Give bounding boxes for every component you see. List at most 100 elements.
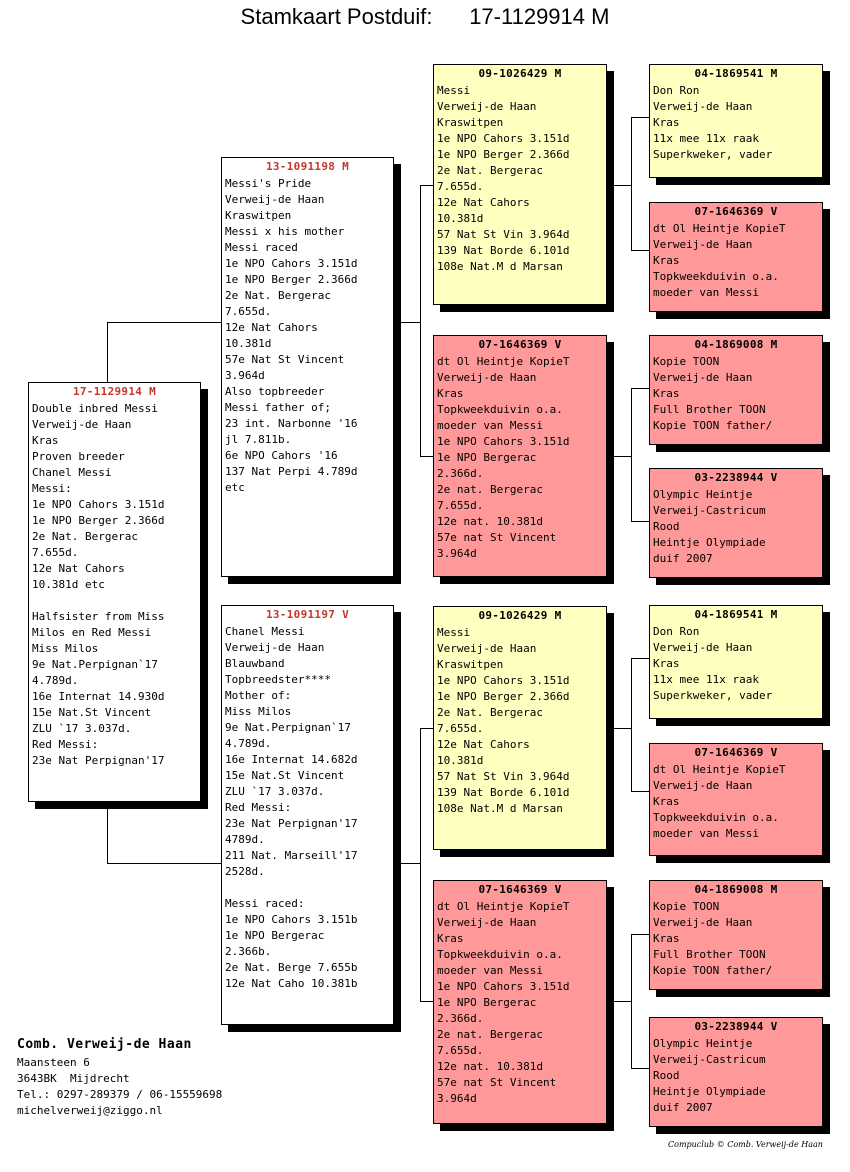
pigeon-detail-line: 139 Nat Borde 6.101d	[437, 786, 570, 799]
pigeon-detail-line: 1e NPO Bergerac	[225, 929, 325, 942]
pigeon-detail-line	[225, 880, 393, 896]
pigeon-detail-line: 23 int. Narbonne '16	[225, 417, 358, 430]
pigeon-detail-line: 2.366d.	[437, 1012, 484, 1025]
pigeon-detail-line: 57 Nat St Vin 3.964d	[437, 770, 570, 783]
pigeon-detail-line: 10.381d	[437, 212, 484, 225]
pigeon-detail-line: Messi	[437, 626, 471, 639]
connector-line	[631, 117, 649, 118]
pigeon-detail-line: Olympic Heintje	[653, 488, 753, 501]
connector-line	[631, 658, 632, 791]
pigeon-detail-line: Heintje Olympiade	[653, 1085, 766, 1098]
pigeon-detail-line: Double inbred Messi	[32, 402, 158, 415]
pigeon-detail-line: 23e Nat Perpignan'17	[225, 817, 358, 830]
pigeon-detail-line: Messi father of;	[225, 401, 331, 414]
pigeon-detail-line: Milos en Red Messi	[32, 626, 152, 639]
pigeon-detail-line: Halfsister from Miss	[32, 610, 165, 623]
pigeon-detail-line: Kras	[653, 657, 680, 670]
ring-number: 17-1129914 M	[72, 385, 157, 398]
pigeon-detail-line: Blauwband	[225, 657, 285, 670]
pigeon-detail-line: 7.655d.	[437, 180, 484, 193]
pigeon-detail-line: Verweij-de Haan	[437, 916, 537, 929]
pigeon-detail-line: 7.655d.	[437, 1044, 484, 1057]
ring-number: 03-2238944 V	[694, 471, 778, 484]
connector-line	[420, 728, 421, 1001]
pigeon-detail-line: 108e Nat.M d Marsan	[437, 260, 563, 273]
pigeon-detail-line: jl 7.811b.	[225, 433, 292, 446]
connector-line	[631, 1068, 649, 1069]
ring-number: 09-1026429 M	[478, 609, 562, 622]
pigeon-detail-line: 3.964d	[437, 547, 477, 560]
connector-line	[631, 117, 632, 250]
connector-line	[631, 658, 649, 659]
pigeon-detail-line: 1e NPO Cahors 3.151d	[32, 498, 165, 511]
pigeon-detail-line: dt Ol Heintje KopieT	[653, 222, 786, 235]
ring-number: 03-2238944 V	[694, 1020, 778, 1033]
pigeon-detail-line: Verweij-de Haan	[653, 641, 753, 654]
pigeon-detail-line: 1e NPO Berger 2.366d	[32, 514, 165, 527]
pigeon-detail-line: 1e NPO Berger 2.366d	[225, 273, 358, 286]
pigeon-detail-line: Topkweekduivin o.a.	[437, 948, 563, 961]
pigeon-detail-line: 57e nat St Vincent	[437, 1076, 557, 1089]
pigeon-detail-line: Full Brother TOON	[653, 948, 766, 961]
pigeon-detail-line: Don Ron	[653, 625, 700, 638]
pigeon-detail-line: duif 2007	[653, 552, 713, 565]
pigeon-detail-line: 1e NPO Bergerac	[437, 996, 537, 1009]
pigeon-detail-line: Olympic Heintje	[653, 1037, 753, 1050]
connector-line	[614, 728, 632, 729]
pigeon-detail-line: dt Ol Heintje KopieT	[437, 900, 570, 913]
pigeon-detail-line	[32, 593, 200, 609]
page-title: Stamkaart Postduif: 17-1129914 M	[240, 4, 610, 29]
pigeon-detail-line: Messi x his mother	[225, 225, 345, 238]
pigeon-detail-line: Verweij-de Haan	[437, 642, 537, 655]
pigeon-detail-line: Superkweker, vader	[653, 148, 773, 161]
connector-line	[401, 863, 421, 864]
pigeon-detail-line: 3.964d	[437, 1092, 477, 1105]
pigeon-detail-line: Kopie TOON father/	[653, 964, 773, 977]
pigeon-detail-line: Verweij-de Haan	[225, 641, 325, 654]
pigeon-detail-line: Kras	[32, 434, 59, 447]
pigeon-detail-line: 16e Internat 14.930d	[32, 690, 165, 703]
pigeon-detail-line: Topkweekduivin o.a.	[653, 270, 779, 283]
pigeon-detail-line: Messi's Pride	[225, 177, 312, 190]
pigeon-detail-line: 15e Nat.St Vincent	[32, 706, 152, 719]
connector-line	[631, 934, 649, 935]
pigeon-detail-line: Topkweekduivin o.a.	[653, 811, 779, 824]
pigeon-detail-line: 57 Nat St Vin 3.964d	[437, 228, 570, 241]
pigeon-detail-line: 2528d.	[225, 865, 265, 878]
pigeon-detail-line: 1e NPO Bergerac	[437, 451, 537, 464]
pigeon-detail-line: 7.655d.	[437, 499, 484, 512]
pigeon-detail-line: 2.366b.	[225, 945, 272, 958]
pigeon-detail-line: moeder van Messi	[653, 286, 759, 299]
pigeon-detail-line: 57e nat St Vincent	[437, 531, 557, 544]
ring-number: 09-1026429 M	[478, 67, 562, 80]
pigeon-detail-line: 4.789d.	[32, 674, 79, 687]
pigeon-detail-line: Proven breeder	[32, 450, 125, 463]
owner-email[interactable]: michelverweij@ziggo.nl	[17, 1104, 163, 1117]
pigeon-detail-line: ZLU `17 3.037d.	[225, 785, 325, 798]
pigeon-detail-line: 7.655d.	[225, 305, 272, 318]
pigeon-detail-line: Also topbreeder	[225, 385, 325, 398]
pigeon-detail-line: 2e nat. Bergerac	[437, 483, 543, 496]
pigeon-detail-line: 12e Nat Cahors	[437, 738, 530, 751]
pigeon-detail-line: 7.655d.	[32, 546, 79, 559]
